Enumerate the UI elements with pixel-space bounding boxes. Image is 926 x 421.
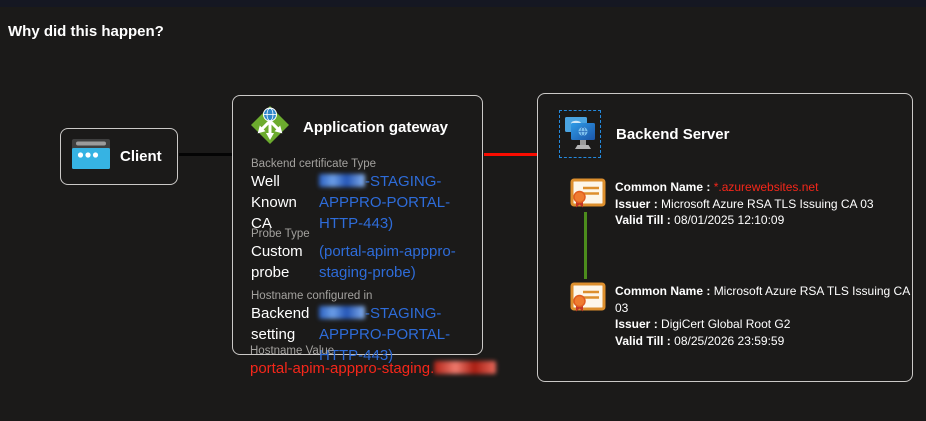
backend-title: Backend Server: [616, 125, 730, 143]
top-strip: [0, 0, 926, 7]
backend-server-node: Backend Server Common Name : *.azurewebs…: [537, 93, 913, 382]
valid-till-label: Valid Till :: [615, 213, 671, 227]
leaf-certificate-item: Common Name : *.azurewebsites.net Issuer…: [570, 178, 874, 229]
client-node: Client: [60, 128, 178, 185]
backend-server-icon: [559, 110, 601, 158]
backend-header: Backend Server: [559, 110, 729, 158]
gateway-header: Application gateway: [250, 105, 448, 150]
page-title: Why did this happen?: [8, 23, 164, 40]
section-label: Backend certificate Type: [251, 158, 377, 170]
certificate-icon: [570, 282, 606, 317]
hostname-value-section: Hostname Value portal-apim-apppro-stagin…: [250, 345, 497, 378]
certificate-icon: [570, 178, 606, 213]
section-value: Custom probe: [251, 243, 303, 281]
section-value: Well Known CA: [251, 173, 297, 232]
valid-till-label: Valid Till :: [615, 333, 671, 348]
probe-link[interactable]: (portal-apim-apppro-staging-probe): [319, 243, 456, 281]
common-name-value: Microsoft Azure RSA TLS Issuing CA 03: [615, 284, 910, 315]
backend-setting-link[interactable]: -STAGING-APPPRO-PORTAL-HTTP-443): [319, 305, 451, 364]
redacted-text: [434, 361, 497, 375]
certificate-chain-connector: [584, 212, 587, 279]
hostname-configured-section: Hostname configured in Backend setting -…: [251, 290, 483, 366]
client-label: Client: [120, 148, 162, 165]
section-label: Probe Type: [251, 228, 310, 240]
application-gateway-icon: [250, 105, 290, 150]
gateway-title: Application gateway: [303, 119, 449, 136]
valid-till-value: 08/01/2025 12:10:09: [674, 213, 785, 227]
backend-setting-link[interactable]: -STAGING-APPPRO-PORTAL-HTTP-443): [319, 173, 451, 232]
common-name-value: *.azurewebsites.net: [713, 180, 819, 194]
valid-till-value: 08/25/2026 23:59:59: [674, 333, 785, 348]
application-gateway-node: Application gateway Backend certificate …: [232, 95, 483, 364]
issuer-certificate-item: Common Name : Microsoft Azure RSA TLS Is…: [570, 282, 912, 349]
client-gateway-connector: [179, 153, 232, 156]
section-value: Backend setting: [251, 305, 310, 343]
issuer-value: Microsoft Azure RSA TLS Issuing CA 03: [661, 196, 874, 211]
hostname-value-text: portal-apim-apppro-staging.: [250, 359, 497, 378]
common-name-label: Common Name :: [615, 284, 711, 298]
probe-type-section: Probe Type Custom probe (portal-apim-app…: [251, 228, 483, 283]
common-name-label: Common Name :: [615, 180, 711, 194]
section-label: Hostname configured in: [251, 290, 373, 302]
issuer-label: Issuer :: [615, 196, 658, 211]
redacted-text: [319, 306, 365, 320]
browser-icon: [72, 139, 110, 174]
backend-certificate-type-section: Backend certificate Type Well Known CA -…: [251, 158, 483, 234]
issuer-label: Issuer :: [615, 317, 658, 331]
section-label: Hostname Value: [250, 345, 335, 357]
gateway-backend-connector: [484, 153, 537, 156]
redacted-text: [319, 174, 365, 188]
issuer-value: DigiCert Global Root G2: [661, 317, 791, 331]
